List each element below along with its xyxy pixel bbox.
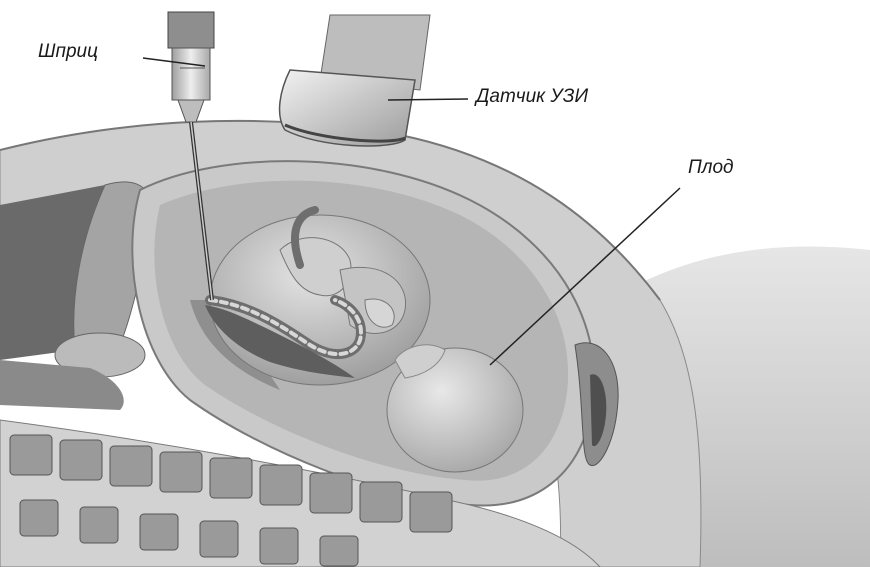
syringe-label: Шприц xyxy=(38,41,98,63)
leader-line-probe xyxy=(388,99,468,100)
fetus-label: Плод xyxy=(688,157,734,179)
ultrasound-probe xyxy=(280,15,430,146)
ultrasound-probe-label: Датчик УЗИ xyxy=(476,86,588,108)
